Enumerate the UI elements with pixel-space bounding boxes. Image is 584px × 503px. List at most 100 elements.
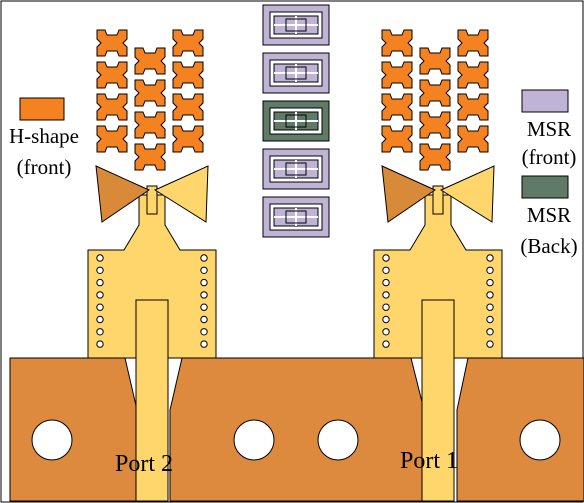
dipole-arm-right <box>439 165 495 223</box>
dipole-arm-right <box>153 165 209 223</box>
feed-body <box>373 194 503 359</box>
h-shape-cell <box>457 93 489 121</box>
h-shape-array-left <box>96 29 204 171</box>
via <box>382 315 390 324</box>
h-shape-cell <box>172 61 204 89</box>
h-shape-cell <box>172 29 204 57</box>
h-shape-cell <box>134 79 166 107</box>
h-shape-cell <box>96 93 128 121</box>
via <box>200 340 208 348</box>
legend-msr-front-line2: (front) <box>522 145 577 169</box>
feed-port-2 <box>87 165 217 502</box>
legend-swatch-msr-back <box>521 175 569 199</box>
feed-body <box>87 194 217 359</box>
via <box>96 328 104 336</box>
via <box>200 278 208 287</box>
msr-column <box>262 4 330 238</box>
via <box>486 340 494 348</box>
mounting-hole <box>519 419 561 461</box>
h-shape-cell <box>381 93 413 121</box>
h-shape-cell <box>96 29 128 57</box>
msr-center <box>285 162 307 176</box>
msr-cell-front <box>262 148 330 190</box>
msr-cell-front <box>262 196 330 238</box>
via <box>96 291 104 299</box>
port-2-label: Port 2 <box>115 451 173 477</box>
dipole-arm-left <box>381 165 437 223</box>
legend: H-shape (front) MSR (front) MSR (Back) <box>9 89 578 258</box>
h-shape-cell <box>457 61 489 89</box>
via <box>486 278 494 287</box>
msr-center <box>285 114 307 128</box>
via <box>486 315 494 324</box>
via <box>200 266 208 274</box>
h-shape-cell <box>96 125 128 153</box>
h-shape-cell <box>172 125 204 153</box>
via <box>200 315 208 324</box>
ground-right <box>456 357 584 502</box>
mounting-hole <box>233 419 275 461</box>
mounting-hole <box>31 419 73 461</box>
via <box>486 303 494 311</box>
via <box>382 266 390 274</box>
h-shape-cell <box>172 93 204 121</box>
msr-cell-front <box>262 52 330 94</box>
ground-plane <box>9 357 584 502</box>
msr-cell-back <box>262 100 330 142</box>
via <box>200 328 208 336</box>
h-shape-cell <box>134 47 166 75</box>
via <box>382 291 390 299</box>
legend-hshape-line1: H-shape <box>9 124 79 148</box>
legend-swatch-msr-front <box>521 89 569 113</box>
via <box>382 340 390 348</box>
legend-msr-front-line1: MSR <box>527 117 571 141</box>
h-shape-cell <box>381 125 413 153</box>
h-shape-cell <box>134 111 166 139</box>
via <box>96 315 104 324</box>
ground-middle <box>169 357 425 502</box>
h-shape-cell <box>457 125 489 153</box>
via <box>382 254 390 262</box>
via <box>96 340 104 348</box>
h-shape-cell <box>419 111 451 139</box>
msr-center <box>285 18 307 32</box>
via <box>486 291 494 299</box>
h-shape-cell <box>381 61 413 89</box>
via <box>382 278 390 287</box>
via <box>96 278 104 287</box>
h-shape-cell <box>96 61 128 89</box>
h-shape-cell <box>381 29 413 57</box>
via <box>382 328 390 336</box>
h-shape-cell <box>419 47 451 75</box>
msr-cell-front <box>262 4 330 46</box>
h-shape-cell <box>457 29 489 57</box>
feed-line <box>135 299 169 502</box>
port-1-label: Port 1 <box>400 448 458 474</box>
msr-center <box>285 66 307 80</box>
h-shape-arrays <box>96 29 489 171</box>
via <box>96 254 104 262</box>
legend-msr-back-line1: MSR <box>527 203 571 227</box>
via <box>96 266 104 274</box>
msr-center <box>285 210 307 224</box>
via <box>200 303 208 311</box>
ground-left <box>9 357 138 502</box>
via <box>486 266 494 274</box>
legend-swatch-hshape <box>19 97 65 121</box>
via <box>486 328 494 336</box>
dipole-arm-left <box>95 165 151 223</box>
feed-port-1 <box>373 165 503 502</box>
via <box>200 254 208 262</box>
mounting-hole <box>317 419 359 461</box>
h-shape-array-right <box>381 29 489 171</box>
feed-structures <box>87 165 503 502</box>
via <box>96 303 104 311</box>
h-shape-cell <box>419 143 451 171</box>
via <box>486 254 494 262</box>
via <box>382 303 390 311</box>
feed-neck <box>146 185 158 215</box>
h-shape-cell <box>419 79 451 107</box>
legend-hshape-line2: (front) <box>17 155 72 179</box>
via <box>200 291 208 299</box>
